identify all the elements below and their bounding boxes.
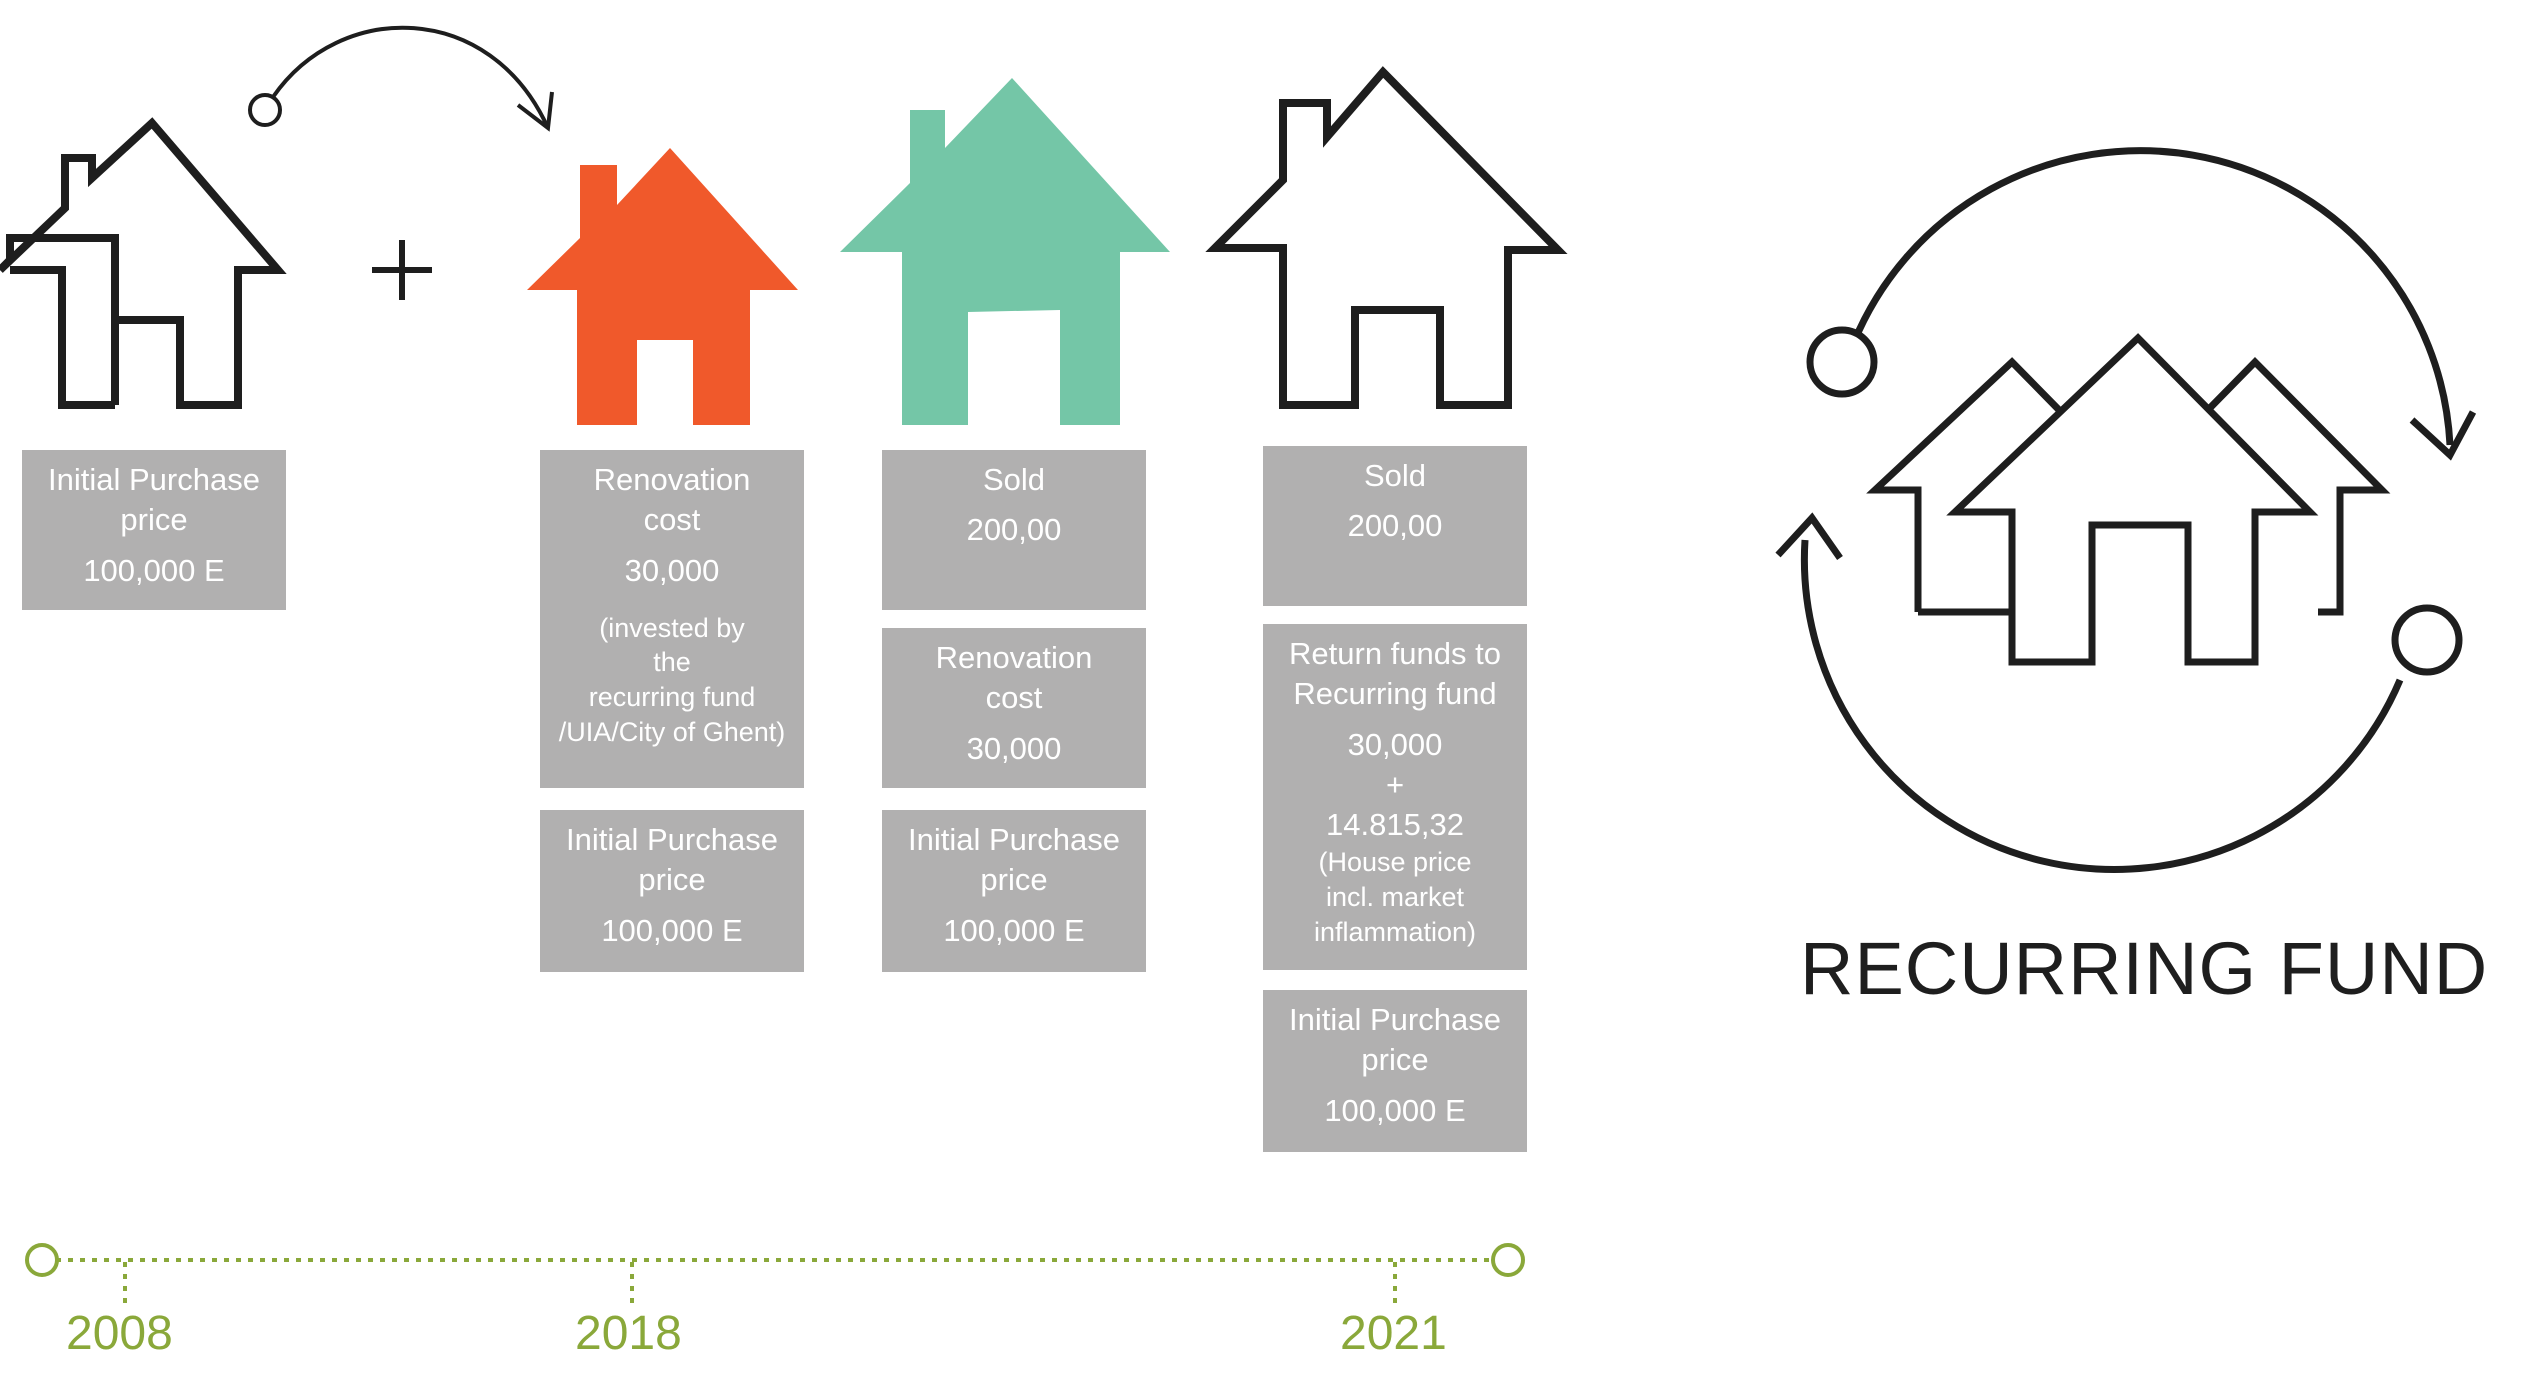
- box-label: Initial Purchase price: [566, 822, 778, 898]
- box-value: 30,000 + 14.815,32: [1326, 726, 1464, 843]
- recurring-fund-title: RECURRING FUND: [1800, 927, 2489, 1010]
- return-funds-box: Return funds to Recurring fund 30,000 + …: [1263, 624, 1527, 970]
- sold-house-icon: [840, 78, 1170, 425]
- box-value: 200,00: [1347, 508, 1443, 544]
- house-icon: [0, 117, 287, 409]
- box-label: Initial Purchase price: [1289, 1002, 1501, 1078]
- box-label: Sold: [1363, 458, 1427, 493]
- plus-icon: [372, 240, 432, 300]
- purchase-price-box: Initial Purchase price 100,000 E: [22, 450, 286, 610]
- box-label: Initial Purchase price: [908, 822, 1120, 898]
- sold-box: Sold 200,00: [882, 450, 1146, 610]
- box-value: 30,000: [624, 552, 720, 588]
- year-label-2018: 2018: [575, 1307, 682, 1360]
- box-value: 100,000 E: [1324, 1092, 1466, 1128]
- box-value: 100,000 E: [943, 912, 1085, 948]
- renovation-cost-box: Renovation cost 30,000: [882, 628, 1146, 788]
- renovation-cost-box: Renovation cost 30,000 (invested by the …: [540, 450, 804, 788]
- box-value: 30,000: [966, 730, 1062, 766]
- box-value: 200,00: [966, 512, 1062, 548]
- box-value: 100,000 E: [83, 552, 225, 588]
- box-note: (House price incl. market inflammation): [1313, 847, 1477, 947]
- curved-arrow-icon: [248, 25, 554, 132]
- box-note: (invested by the recurring fund /UIA/Cit…: [558, 612, 786, 747]
- timeline-start-marker: [25, 1243, 59, 1277]
- renovated-house-icon: [527, 148, 798, 425]
- house-icon: [1205, 66, 1568, 409]
- box-label: Initial Purchase price: [48, 462, 260, 538]
- box-label: Renovation cost: [593, 462, 751, 538]
- purchase-price-box: Initial Purchase price 100,000 E: [540, 810, 804, 972]
- year-label-2008: 2008: [66, 1307, 173, 1360]
- year-label-2021: 2021: [1340, 1307, 1447, 1360]
- box-label: Return funds to Recurring fund: [1289, 636, 1501, 712]
- purchase-price-box: Initial Purchase price 100,000 E: [882, 810, 1146, 972]
- sold-box: Sold 200,00: [1263, 446, 1527, 606]
- purchase-price-box: Initial Purchase price 100,000 E: [1263, 990, 1527, 1152]
- box-label: Renovation cost: [935, 640, 1093, 716]
- timeline-end-marker: [1491, 1243, 1525, 1277]
- recurring-houses-icon: [1775, 147, 2477, 873]
- box-value: 100,000 E: [601, 912, 743, 948]
- box-label: Sold: [982, 462, 1046, 497]
- timeline: [25, 1243, 1525, 1310]
